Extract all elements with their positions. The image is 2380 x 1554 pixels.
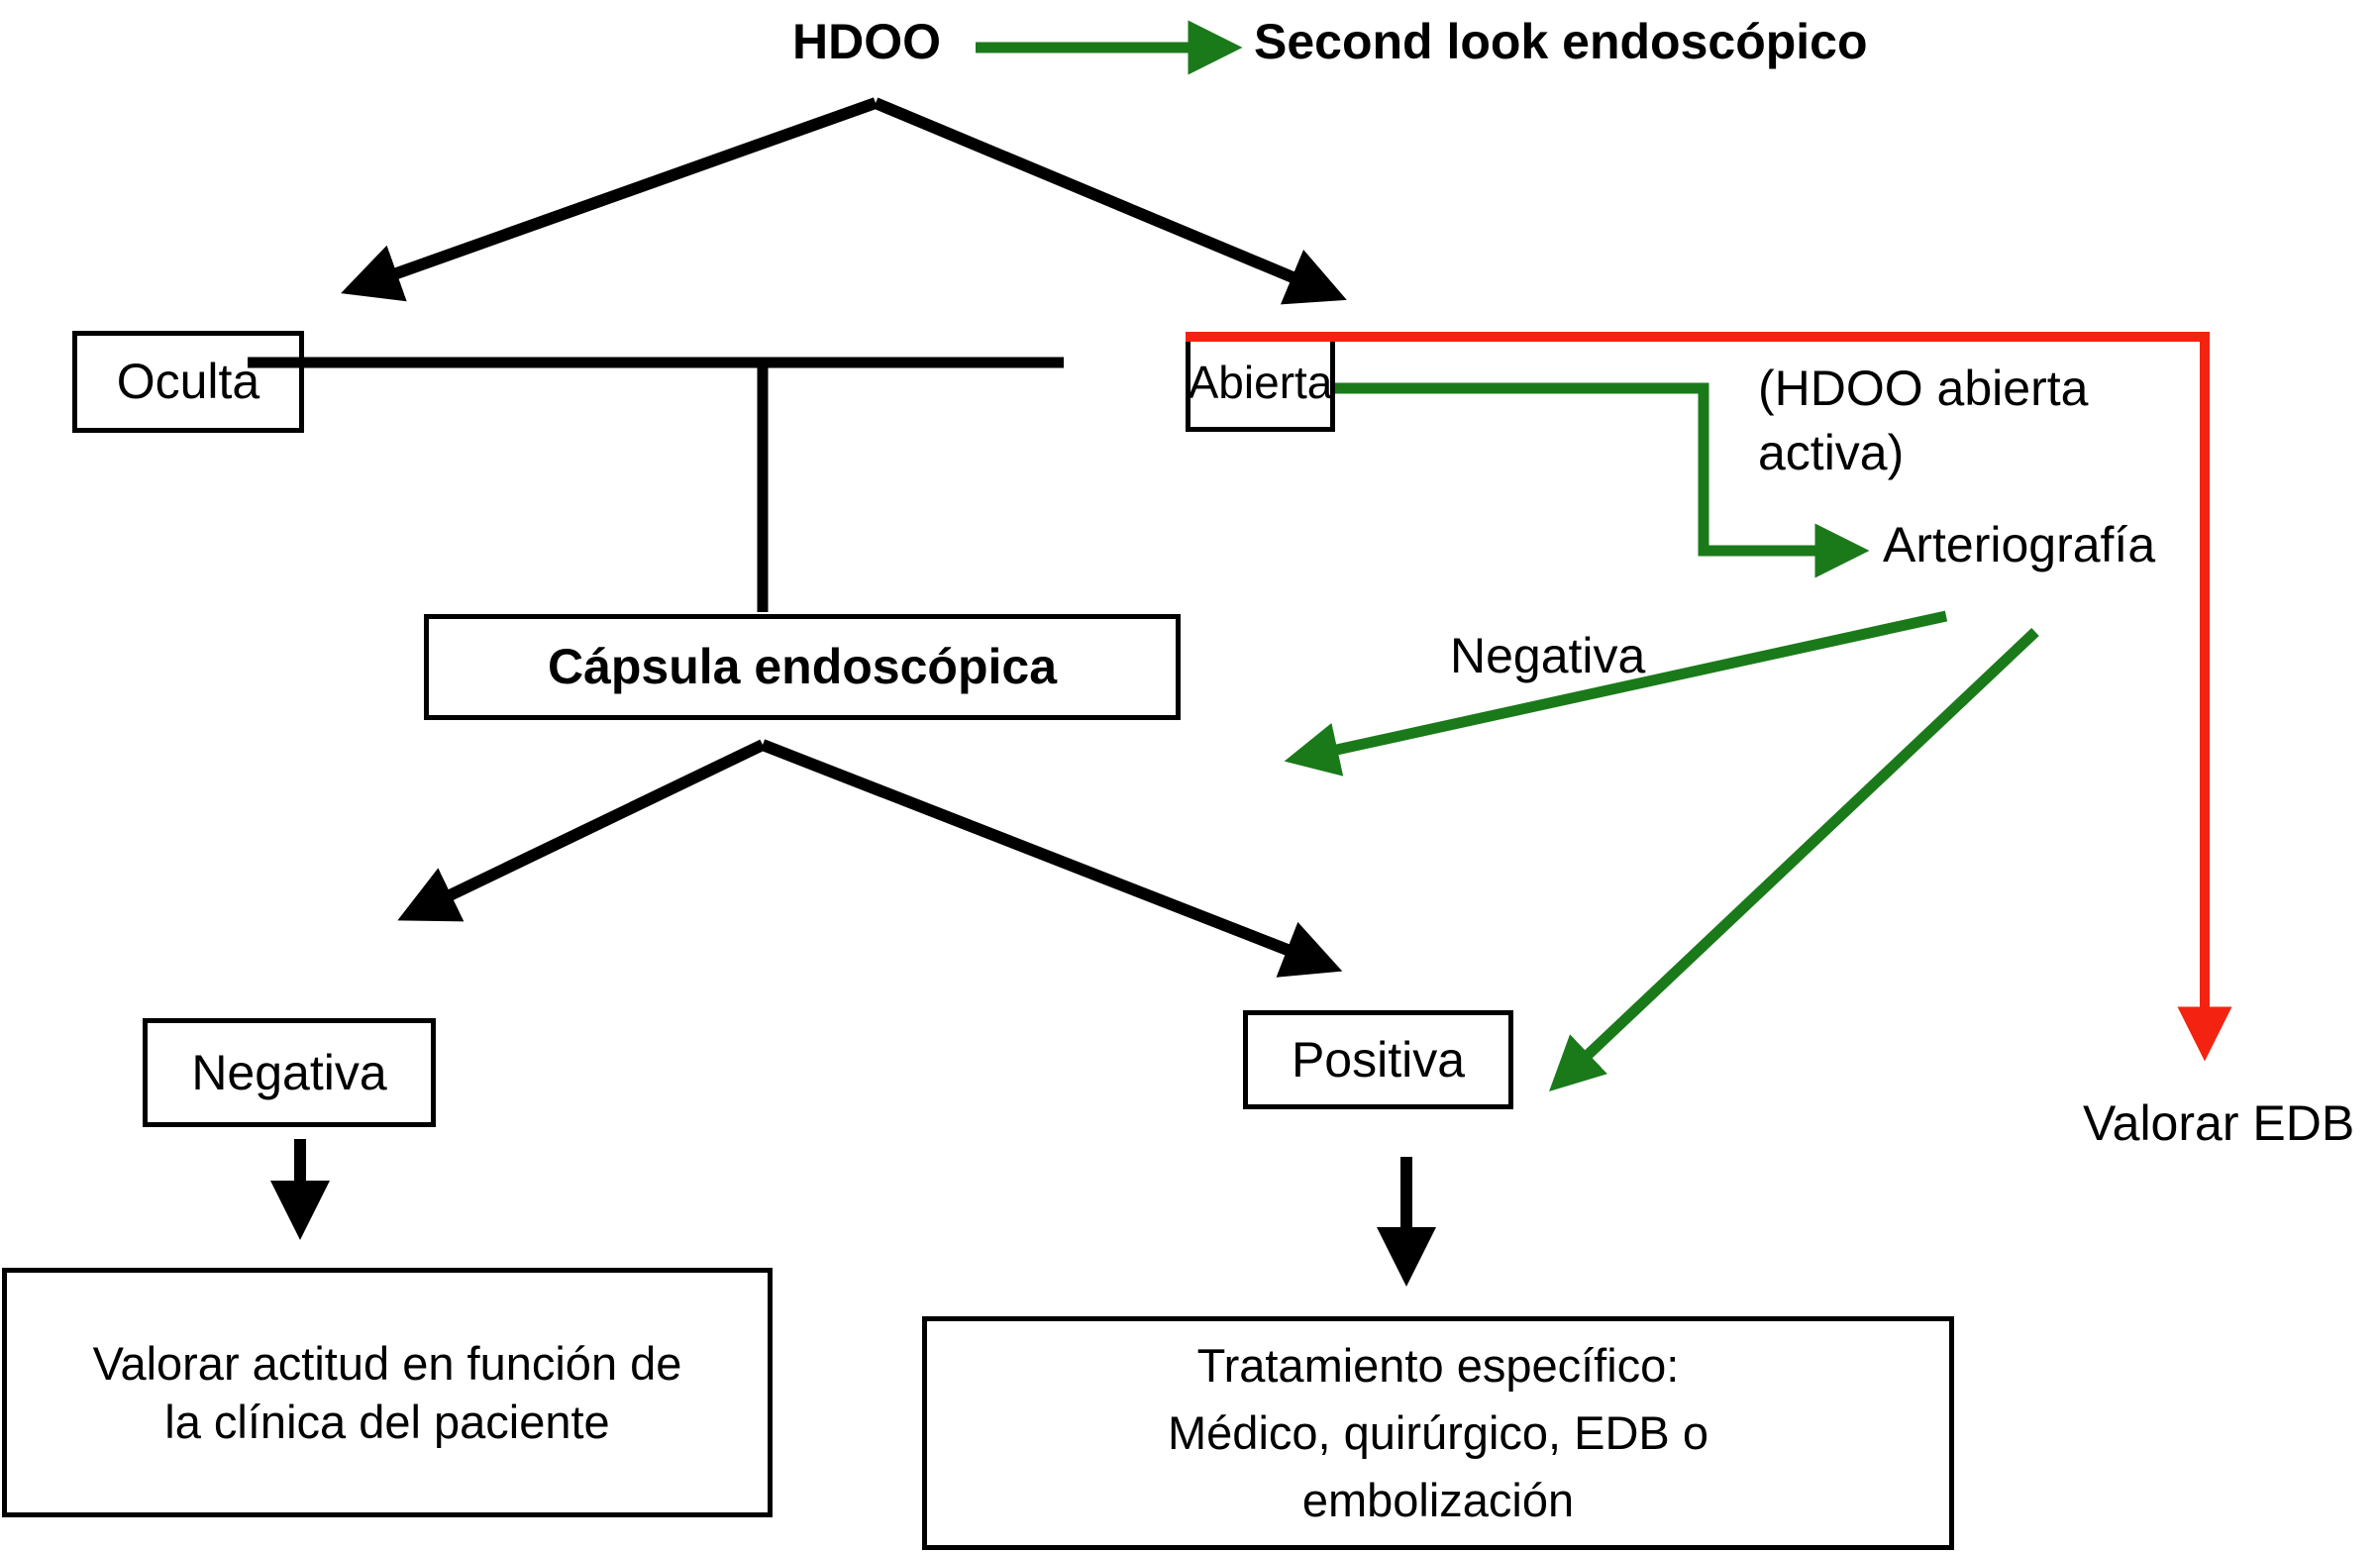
- valorar-actitud-line2: la clínica del paciente: [164, 1396, 610, 1448]
- hdoo-abierta-activa-line2: activa): [1758, 425, 1905, 480]
- hdoo-root-label: HDOO: [792, 14, 941, 69]
- valorar-actitud-line1: Valorar actitud en función de: [92, 1336, 682, 1390]
- arteriografia-label: Arteriografía: [1883, 517, 2156, 572]
- tratamiento-line2: Médico, quirúrgico, EDB o: [1168, 1405, 1708, 1459]
- hdoo-abierta-activa-line1: (HDOO abierta: [1758, 361, 2089, 416]
- node-oculta: Oculta: [72, 331, 304, 433]
- tratamiento-line3: embolización: [1301, 1474, 1575, 1527]
- node-valorar-actitud-text: Valorar actitud en función de la clínica …: [93, 1334, 682, 1451]
- arrow-abierta-to-arteriografia: [1335, 382, 1870, 578]
- arrow-hdoo-to-abierta: [873, 97, 1347, 305]
- valorar-edb-label: Valorar EDB: [2083, 1095, 2355, 1151]
- node-capsula-positiva: Positiva: [1243, 1010, 1513, 1109]
- node-capsula-endoscopica: Cápsula endoscópica: [424, 614, 1181, 720]
- node-abierta-label: Abierta: [1188, 356, 1333, 408]
- node-capsula-label: Cápsula endoscópica: [547, 639, 1058, 694]
- node-tratamiento: Tratamiento específico: Médico, quirúrgic…: [922, 1316, 1954, 1550]
- arrow-hdoo-to-oculta: [341, 97, 879, 302]
- node-oculta-label: Oculta: [116, 354, 260, 409]
- arteriografia-negativa-label: Negativa: [1450, 628, 1646, 683]
- arrow-capsula-to-positiva: [760, 739, 1343, 978]
- second-look-label: Second look endoscópico: [1254, 14, 1868, 69]
- node-tratamiento-text: Tratamiento específico: Médico, quirúrgic…: [1168, 1332, 1708, 1534]
- node-capsula-negativa: Negativa: [143, 1018, 436, 1127]
- node-valorar-actitud: Valorar actitud en función de la clínica …: [2, 1268, 773, 1517]
- arrow-capsula-to-negativa: [397, 739, 766, 922]
- node-capsula-negativa-label: Negativa: [191, 1044, 387, 1100]
- hdoo-abierta-activa-note: (HDOO abierta activa): [1758, 357, 2088, 485]
- arrow-arteriografia-to-positiva: [1549, 628, 2039, 1091]
- node-capsula-positiva-label: Positiva: [1291, 1031, 1466, 1088]
- tratamiento-line1: Tratamiento específico:: [1196, 1338, 1680, 1392]
- node-abierta: Abierta: [1186, 334, 1335, 432]
